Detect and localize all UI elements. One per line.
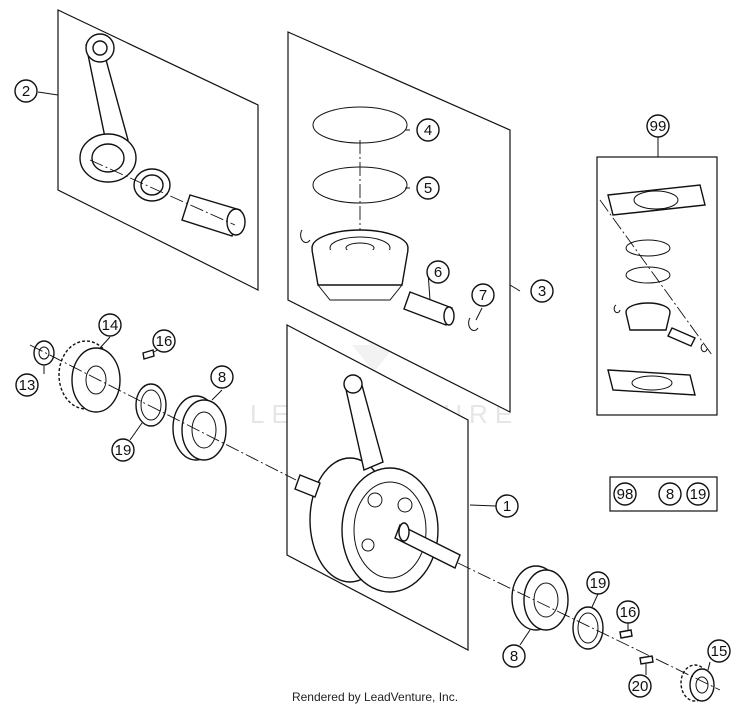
svg-text:5: 5 xyxy=(424,180,432,197)
bearing-part-8a xyxy=(172,395,227,461)
footer-credit: Rendered by LeadVenture, Inc. xyxy=(291,690,459,704)
svg-text:16: 16 xyxy=(620,604,637,621)
svg-text:8: 8 xyxy=(510,648,518,665)
svg-text:19: 19 xyxy=(115,442,132,459)
svg-text:16: 16 xyxy=(156,333,173,350)
woodruff-key-16a xyxy=(142,349,155,360)
assembly-centerlines xyxy=(29,140,721,691)
woodruff-key-20 xyxy=(639,655,654,665)
panel-connecting-rod xyxy=(57,9,259,291)
callout-7: 7 xyxy=(471,283,495,307)
callout-6: 6 xyxy=(426,260,450,284)
callout-16b: 16 xyxy=(616,600,640,624)
panel-piston xyxy=(287,31,511,413)
callout-5: 5 xyxy=(416,176,440,200)
gear-part-14 xyxy=(58,340,121,413)
callout-8a: 8 xyxy=(210,365,234,389)
svg-text:14: 14 xyxy=(102,317,119,334)
svg-text:4: 4 xyxy=(424,122,432,139)
head-gasket-part xyxy=(607,184,706,216)
callout-16a: 16 xyxy=(152,329,176,353)
piston-pin-part xyxy=(181,194,246,237)
seal-part-19b xyxy=(572,606,604,650)
seal-part-19a xyxy=(135,383,167,427)
base-gasket-part xyxy=(607,369,696,396)
svg-text:7: 7 xyxy=(479,287,487,304)
callout-14: 14 xyxy=(98,313,122,337)
kit-98-item: 8 xyxy=(666,486,674,503)
svg-text:99: 99 xyxy=(650,118,667,135)
bearing-part-8b xyxy=(511,565,569,631)
callout-19a: 19 xyxy=(111,438,135,462)
kit-98-item: 19 xyxy=(690,486,707,503)
svg-text:2: 2 xyxy=(22,83,30,100)
callout-99: 99 xyxy=(646,114,670,138)
callout-4: 4 xyxy=(416,118,440,142)
panel-crankshaft xyxy=(286,324,469,651)
connecting-rod-part xyxy=(79,33,137,183)
callout-3: 3 xyxy=(530,279,554,303)
circlip-part xyxy=(300,229,311,243)
kit-98-box: 98 8 19 xyxy=(609,476,718,512)
callout-13: 13 xyxy=(15,373,39,397)
callout-20: 20 xyxy=(628,674,652,698)
svg-text:15: 15 xyxy=(711,643,728,660)
panel-kit-99 xyxy=(596,156,718,416)
bearing-part xyxy=(133,168,171,202)
kit-98-label: 98 xyxy=(617,486,634,503)
callout-15: 15 xyxy=(707,639,731,663)
svg-text:19: 19 xyxy=(590,575,607,592)
svg-text:20: 20 xyxy=(632,678,649,695)
kit-piston-part xyxy=(625,302,671,331)
svg-text:13: 13 xyxy=(19,377,36,394)
piston-part xyxy=(311,229,409,301)
woodruff-key-16b xyxy=(619,629,633,639)
svg-text:1: 1 xyxy=(503,498,511,515)
callout-19b: 19 xyxy=(586,571,610,595)
circlip-part-7 xyxy=(468,317,479,331)
crankshaft-part xyxy=(294,374,461,593)
svg-text:6: 6 xyxy=(434,264,442,281)
callout-8b: 8 xyxy=(502,644,526,668)
svg-text:8: 8 xyxy=(218,369,226,386)
svg-text:3: 3 xyxy=(538,283,546,300)
callout-2: 2 xyxy=(14,79,38,103)
callout-1: 1 xyxy=(495,494,519,518)
nut-part-13 xyxy=(33,340,55,366)
piston-pin-part-6 xyxy=(403,291,455,326)
